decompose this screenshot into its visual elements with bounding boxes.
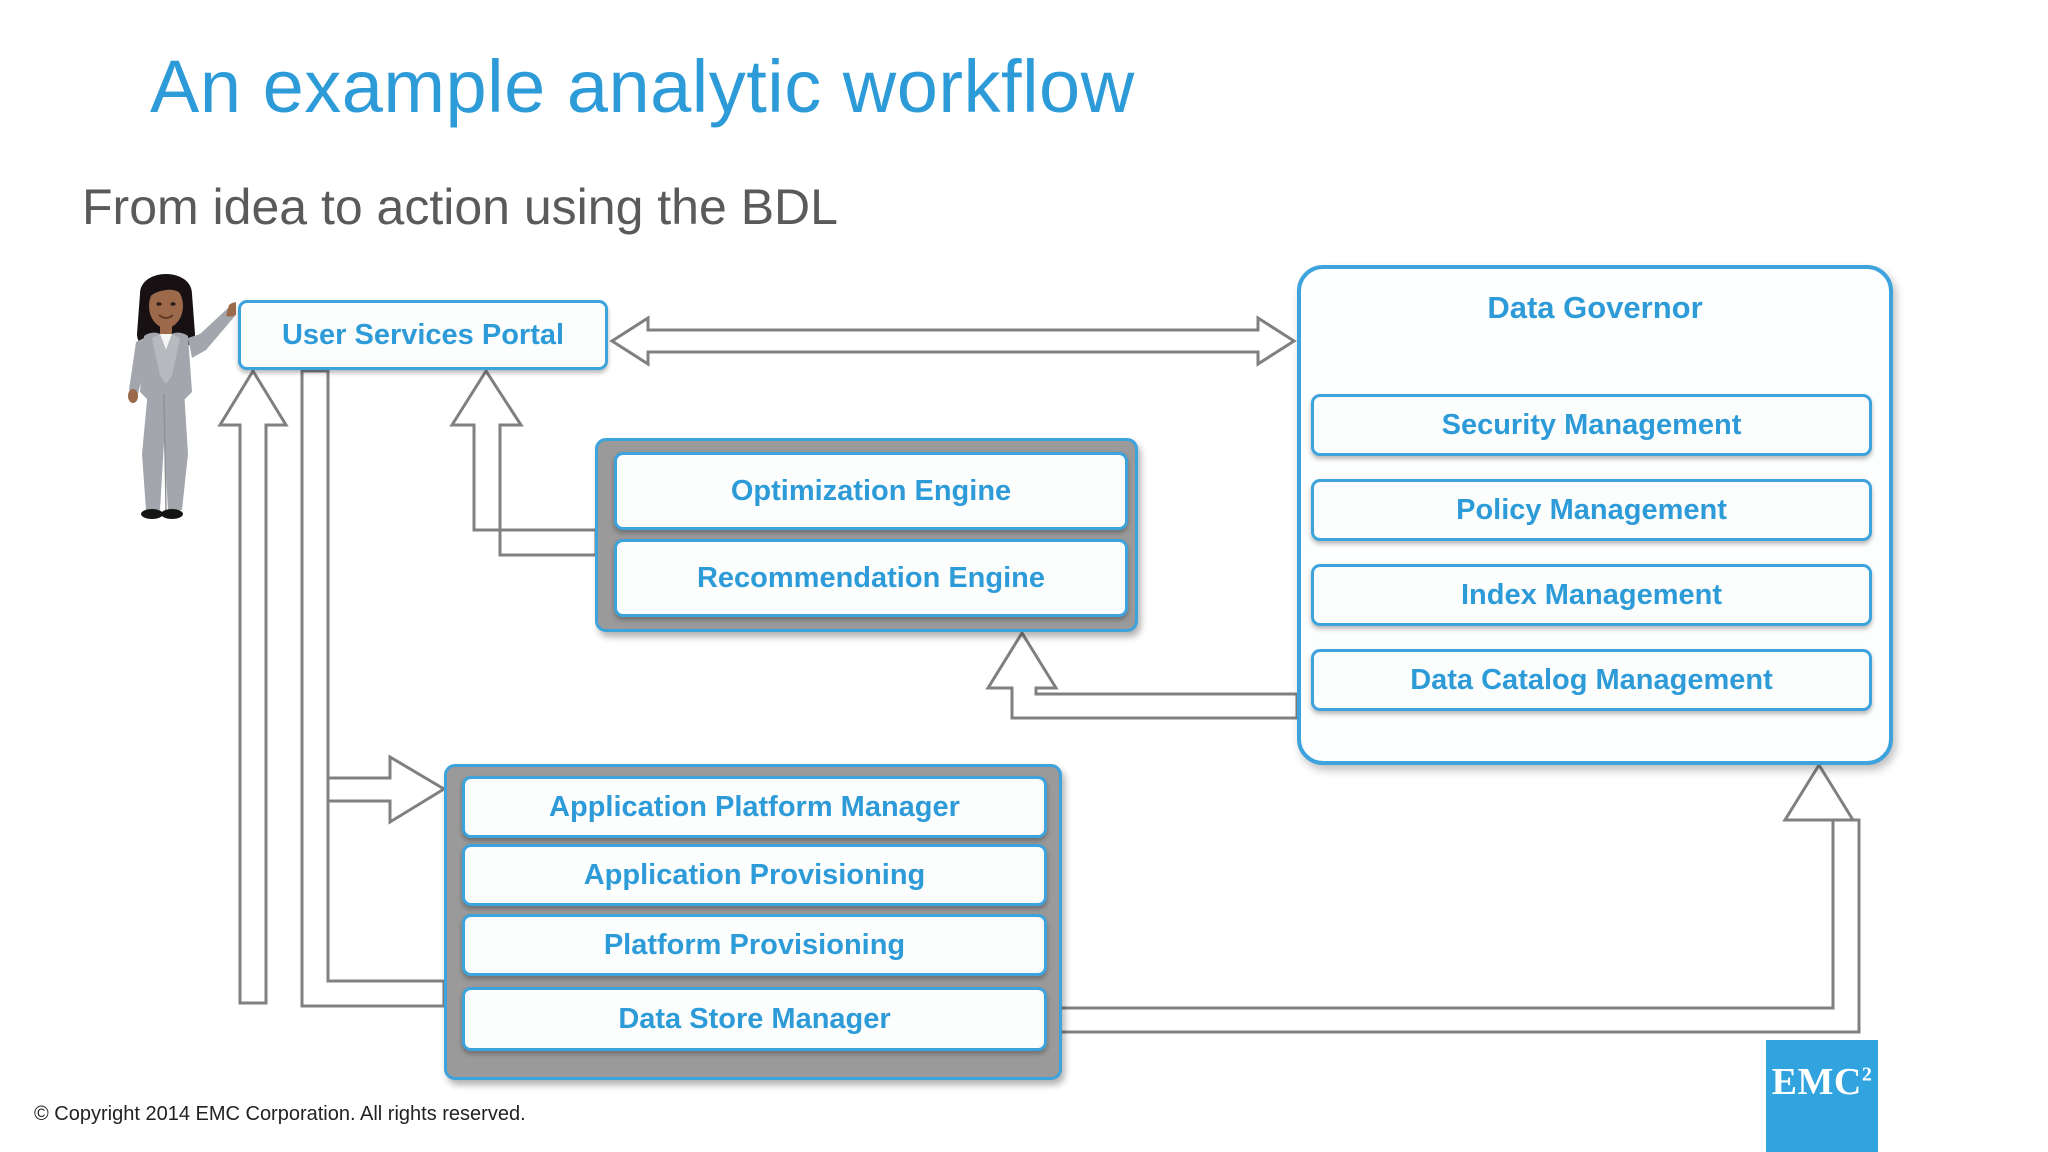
node-user-services-portal[interactable]: User Services Portal (238, 300, 608, 370)
page-subtitle: From idea to action using the BDL (82, 179, 838, 235)
node-application-platform-manager[interactable]: Application Platform Manager (462, 776, 1047, 838)
presenter-person-icon (128, 274, 236, 519)
emc-logo-wordmark: EMC2 (1766, 1060, 1878, 1104)
node-security-management[interactable]: Security Management (1311, 394, 1872, 456)
node-recommendation-engine[interactable]: Recommendation Engine (614, 539, 1128, 617)
page-title: An example analytic workflow (150, 45, 1135, 128)
copyright-text: © Copyright 2014 EMC Corporation. All ri… (34, 1103, 526, 1125)
connector-data-store-to-portal (300, 369, 446, 1008)
data-governor-title: Data Governor (1487, 290, 1703, 325)
connector-engines-to-portal (449, 368, 598, 557)
connector-portal-to-data-governor (609, 315, 1297, 367)
node-index-management[interactable]: Index Management (1311, 564, 1872, 626)
emc-logo: EMC2 (1766, 1040, 1878, 1152)
connector-portal-to-application-platform-manager (326, 754, 447, 825)
node-policy-management[interactable]: Policy Management (1311, 479, 1872, 541)
emc-logo-superscript: 2 (1861, 1063, 1873, 1086)
node-platform-provisioning[interactable]: Platform Provisioning (462, 914, 1047, 976)
node-data-catalog-management[interactable]: Data Catalog Management (1311, 649, 1872, 711)
connector-data-catalog-to-engines (985, 630, 1299, 720)
emc-logo-label: EMC (1771, 1061, 1862, 1103)
node-application-provisioning[interactable]: Application Provisioning (462, 844, 1047, 906)
node-data-store-manager[interactable]: Data Store Manager (462, 987, 1047, 1051)
connector-data-store-to-data-governor (1058, 762, 1861, 1034)
node-optimization-engine[interactable]: Optimization Engine (614, 452, 1128, 530)
connector-platform-stack-to-portal (217, 368, 289, 1005)
